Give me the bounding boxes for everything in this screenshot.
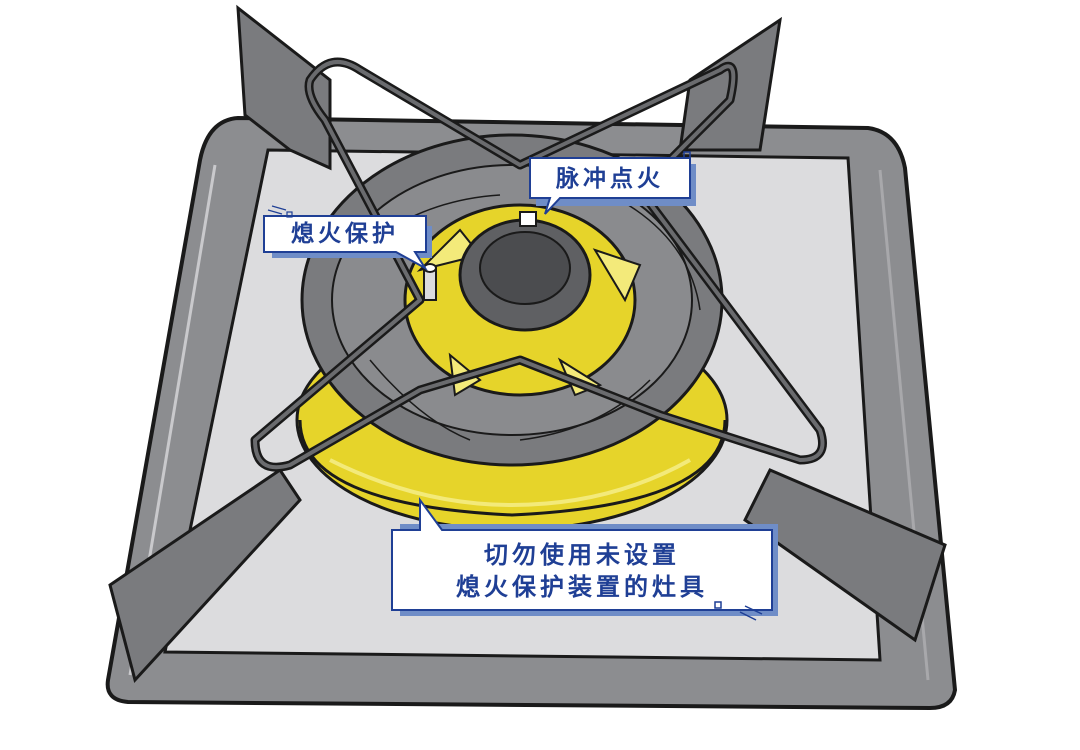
- pulse-ignition-label: 脉冲点火: [556, 166, 664, 192]
- callout-flame-protection-box: [263, 205, 432, 271]
- warning-line-1: 切勿使用未设置: [484, 541, 680, 569]
- thermocouple-icon: [423, 263, 437, 301]
- callout-warning-box: [391, 496, 778, 621]
- flame-protection-label: 熄火保护: [291, 221, 399, 247]
- warning-line-2: 熄火保护装置的灶具: [456, 573, 708, 601]
- pan-support-icon: [108, 4, 947, 684]
- callout-pulse-ignition-box: [529, 151, 696, 215]
- pulse-ignition-needle-icon: [519, 211, 537, 227]
